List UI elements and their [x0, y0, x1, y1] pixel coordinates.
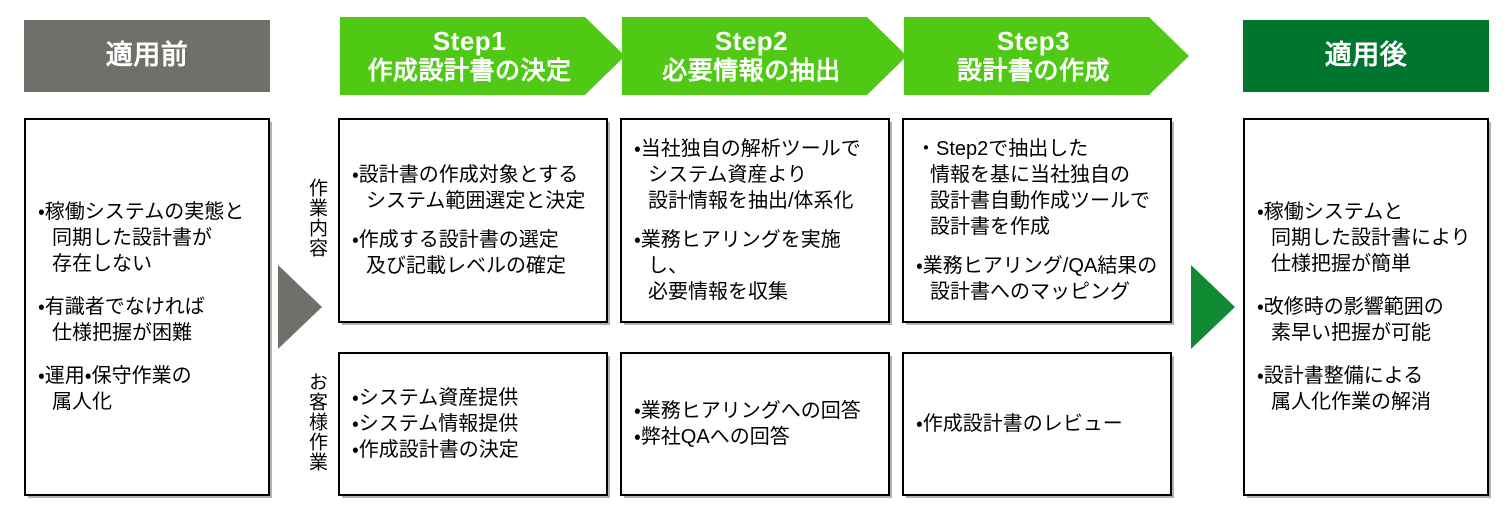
row-label-work-content: 作業内容 — [306, 178, 327, 258]
list-item: ・Step2で抽出した 情報を基に当社独自の 設計書自動作成ツールで 設計書を作… — [916, 138, 1150, 238]
list-item: ・稼働システムの実態と 同期した設計書が 存在しない — [38, 201, 245, 275]
header-step1: Step1 作成設計書の決定 — [340, 17, 625, 95]
header-step3-title: 設計書の作成 — [956, 56, 1110, 85]
list-item: ・設計書整備による 属人化作業の解消 — [1257, 365, 1431, 413]
list-item: ・システム情報提供 — [352, 413, 519, 435]
row-label-customer-work: お客様作業 — [306, 372, 327, 472]
header-before: 適用前 — [24, 20, 270, 92]
list-item: ・業務ヒアリング/QA結果の 設計書へのマッピング — [916, 255, 1158, 303]
work-box-step1: ・設計書の作成対象とする システム範囲選定と決定 ・作成する設計書の選定 及び記… — [338, 118, 608, 323]
header-after: 適用後 — [1243, 20, 1489, 92]
header-step2: Step2 必要情報の抽出 — [622, 17, 907, 95]
list-item: ・弊社QAへの回答 — [634, 426, 790, 448]
header-step2-title: 必要情報の抽出 — [662, 56, 841, 85]
after-content-box: ・稼働システムと 同期した設計書により 仕様把握が簡単 ・改修時の影響範囲の 素… — [1243, 118, 1489, 496]
header-step1-step: Step1 — [432, 25, 507, 56]
before-content-box: ・稼働システムの実態と 同期した設計書が 存在しない ・有識者でなければ 仕様把… — [24, 118, 270, 496]
header-step2-step: Step2 — [714, 25, 789, 56]
work-box-step3: ・Step2で抽出した 情報を基に当社独自の 設計書自動作成ツールで 設計書を作… — [902, 118, 1172, 323]
list-item: ・運用・保守作業の 属人化 — [38, 365, 192, 413]
header-step3: Step3 設計書の作成 — [904, 17, 1189, 95]
customer-step1-bullet-list: ・システム資産提供 ・システム情報提供 ・作成設計書の決定 — [340, 385, 606, 463]
header-step3-step: Step3 — [996, 25, 1071, 56]
work-step1-bullet-list: ・設計書の作成対象とする システム範囲選定と決定 ・作成する設計書の選定 及び記… — [340, 162, 606, 279]
list-item: ・稼働システムと 同期した設計書により 仕様把握が簡単 — [1257, 201, 1471, 275]
after-bullet-list: ・稼働システムと 同期した設計書により 仕様把握が簡単 ・改修時の影響範囲の 素… — [1245, 199, 1487, 415]
list-item: ・当社独自の解析ツールで システム資産より 設計情報を抽出/体系化 — [634, 138, 861, 212]
before-bullet-list: ・稼働システムの実態と 同期した設計書が 存在しない ・有識者でなければ 仕様把… — [26, 199, 268, 415]
list-item: ・改修時の影響範囲の 素早い把握が可能 — [1257, 296, 1444, 344]
work-step2-bullet-list: ・当社独自の解析ツールで システム資産より 設計情報を抽出/体系化 ・業務ヒアリ… — [622, 136, 888, 305]
work-box-step2: ・当社独自の解析ツールで システム資産より 設計情報を抽出/体系化 ・業務ヒアリ… — [620, 118, 890, 323]
list-item: ・作成設計書の決定 — [352, 439, 519, 461]
list-item: ・設計書の作成対象とする システム範囲選定と決定 — [352, 164, 586, 212]
triangle-right-icon-green — [1191, 265, 1235, 349]
customer-step3-bullet-list: ・作成設計書のレビュー — [904, 411, 1170, 437]
list-item: ・システム資産提供 — [352, 387, 519, 409]
list-item: ・業務ヒアリングを実施し、 必要情報を収集 — [634, 229, 841, 303]
list-item: ・作成する設計書の選定 及び記載レベルの確定 — [352, 229, 566, 277]
triangle-right-icon-gray — [278, 265, 322, 349]
customer-box-step3: ・作成設計書のレビュー — [902, 352, 1172, 496]
customer-box-step2: ・業務ヒアリングへの回答 ・弊社QAへの回答 — [620, 352, 890, 496]
work-step3-bullet-list: ・Step2で抽出した 情報を基に当社独自の 設計書自動作成ツールで 設計書を作… — [904, 136, 1170, 305]
list-item: ・有識者でなければ 仕様把握が困難 — [38, 296, 205, 344]
header-step1-title: 作成設計書の決定 — [367, 56, 572, 85]
customer-box-step1: ・システム資産提供 ・システム情報提供 ・作成設計書の決定 — [338, 352, 608, 496]
list-item: ・作成設計書のレビュー — [916, 413, 1123, 435]
customer-step2-bullet-list: ・業務ヒアリングへの回答 ・弊社QAへの回答 — [622, 398, 888, 450]
list-item: ・業務ヒアリングへの回答 — [634, 400, 861, 422]
